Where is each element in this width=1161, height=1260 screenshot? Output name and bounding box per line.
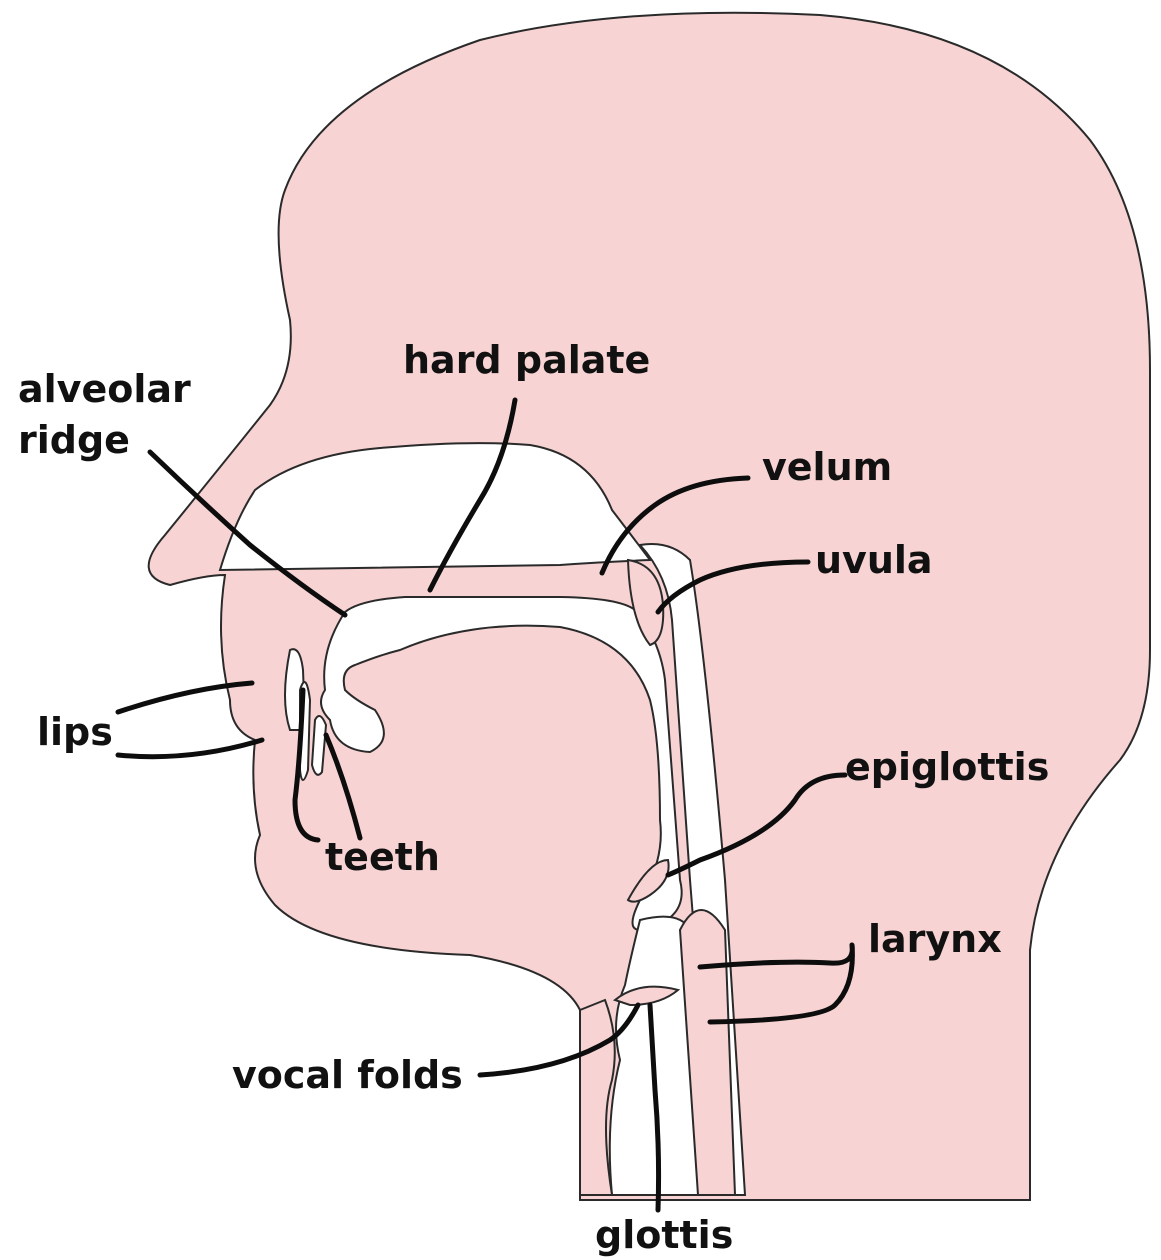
label-uvula: uvula [815, 538, 933, 582]
label-larynx: larynx [868, 917, 1002, 961]
label-hard-palate: hard palate [403, 338, 650, 382]
label-velum: velum [762, 445, 892, 489]
label-teeth: teeth [325, 835, 440, 879]
pointer-lips-lower [118, 740, 262, 757]
label-glottis: glottis [595, 1213, 733, 1257]
label-alveolar-ridge-line1: alveolar [18, 367, 191, 411]
label-vocal-folds: vocal folds [232, 1053, 463, 1097]
label-alveolar-ridge-line2: ridge [18, 418, 130, 462]
label-epiglottis: epiglottis [845, 745, 1049, 789]
label-lips: lips [37, 710, 113, 754]
